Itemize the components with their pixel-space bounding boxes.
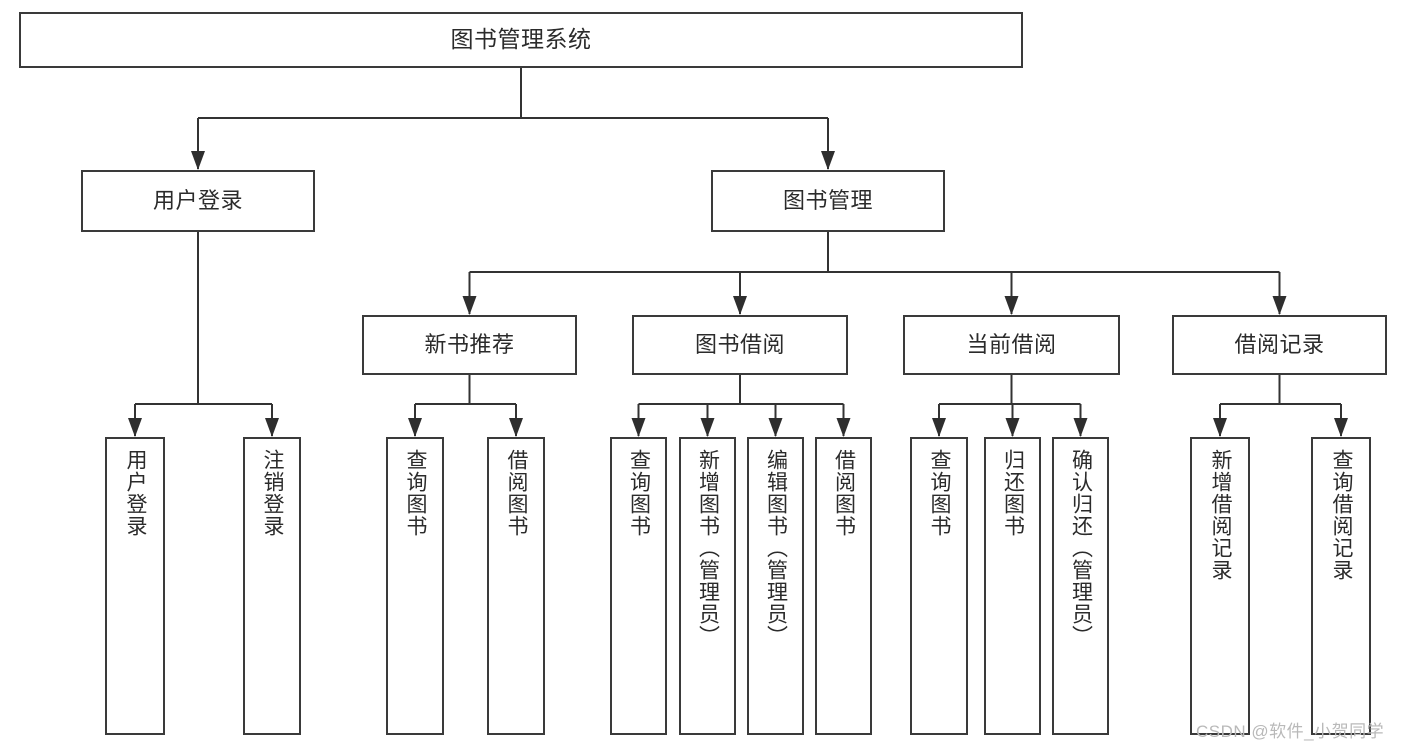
node-leaf_query_book_2[interactable]: 查询图书 [610, 437, 667, 735]
node-label: 图书管理 [782, 188, 873, 214]
node-label: 查询借阅记录 [1330, 449, 1354, 581]
node-leaf_confirm_return[interactable]: 确认归还（管理员） [1052, 437, 1109, 735]
node-leaf_user_logout[interactable]: 注销登录 [243, 437, 301, 735]
edge-arrowhead [408, 418, 422, 437]
edge-arrowhead [462, 296, 477, 315]
node-label: 新增借阅记录 [1209, 449, 1233, 581]
node-label: 编辑图书（管理员） [764, 449, 788, 647]
edge-arrowhead [1004, 296, 1019, 315]
node-label: 新书推荐 [424, 332, 515, 358]
edge-arrowhead [265, 418, 279, 437]
node-new_book_rec[interactable]: 新书推荐 [362, 315, 577, 375]
node-leaf_query_book_1[interactable]: 查询图书 [386, 437, 444, 735]
edge-arrowhead [700, 418, 715, 437]
node-label: 图书借阅 [694, 332, 785, 358]
edge-arrowhead [932, 418, 946, 437]
node-current_borrow[interactable]: 当前借阅 [903, 315, 1120, 375]
edge-arrowhead [1334, 418, 1348, 437]
watermark: CSDN @软件_小贺同学 [1196, 722, 1385, 741]
edge-arrowhead [1005, 418, 1020, 437]
node-label: 借阅图书 [505, 449, 529, 537]
edge-arrowhead [191, 151, 205, 170]
node-book_mgmt[interactable]: 图书管理 [711, 170, 945, 232]
edge-arrowhead [128, 418, 142, 437]
edge-arrowhead [1073, 418, 1088, 437]
node-book_borrow[interactable]: 图书借阅 [632, 315, 848, 375]
edge-arrowhead [733, 296, 747, 315]
node-leaf_return_book[interactable]: 归还图书 [984, 437, 1041, 735]
node-label: 确认归还（管理员） [1069, 449, 1093, 647]
node-label: 查询图书 [627, 449, 651, 537]
edge-arrowhead [631, 418, 646, 437]
node-user_login[interactable]: 用户登录 [81, 170, 315, 232]
node-label: 图书管理系统 [450, 26, 592, 53]
node-leaf_user_login[interactable]: 用户登录 [105, 437, 165, 735]
node-label: 借阅记录 [1234, 332, 1325, 358]
node-leaf_borrow_book_2[interactable]: 借阅图书 [815, 437, 872, 735]
node-leaf_query_book_3[interactable]: 查询图书 [910, 437, 968, 735]
node-label: 用户登录 [124, 449, 148, 537]
node-label: 归还图书 [1001, 449, 1025, 537]
edge-arrowhead [1272, 296, 1287, 315]
node-borrow_record[interactable]: 借阅记录 [1172, 315, 1387, 375]
node-label: 查询图书 [928, 449, 952, 537]
edge-arrowhead [836, 418, 851, 437]
node-label: 新增图书（管理员） [696, 449, 720, 647]
edge-arrowhead [509, 418, 523, 437]
node-leaf_edit_book[interactable]: 编辑图书（管理员） [747, 437, 804, 735]
edge-arrowhead [821, 151, 835, 170]
node-leaf_query_record[interactable]: 查询借阅记录 [1311, 437, 1371, 735]
node-label: 借阅图书 [832, 449, 856, 537]
node-leaf_add_book[interactable]: 新增图书（管理员） [679, 437, 736, 735]
node-label: 注销登录 [261, 449, 285, 537]
node-leaf_borrow_book_1[interactable]: 借阅图书 [487, 437, 545, 735]
node-leaf_add_record[interactable]: 新增借阅记录 [1190, 437, 1250, 735]
node-label: 用户登录 [152, 188, 243, 214]
node-label: 查询图书 [404, 449, 428, 537]
node-root[interactable]: 图书管理系统 [19, 12, 1023, 68]
edge-arrowhead [1213, 418, 1227, 437]
node-label: 当前借阅 [966, 332, 1057, 358]
edge-arrowhead [768, 418, 783, 437]
